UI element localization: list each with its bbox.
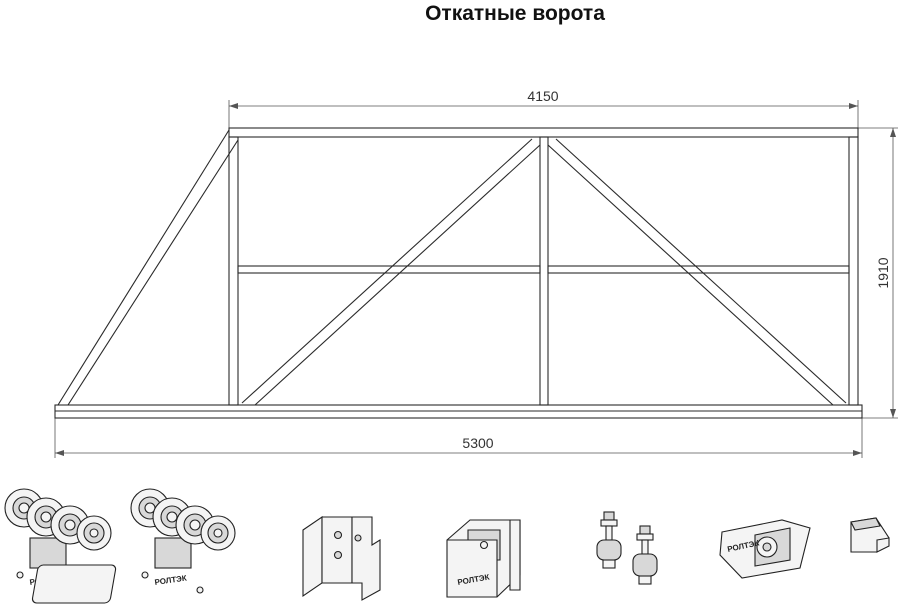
gate-frame bbox=[54, 127, 863, 419]
roller-carriage-1: РОЛТЭК bbox=[4, 488, 112, 594]
guide-rollers bbox=[596, 511, 658, 585]
height-label: 1910 bbox=[875, 257, 891, 288]
top-width-label: 4150 bbox=[527, 88, 558, 104]
total-width-label: 5300 bbox=[462, 435, 493, 451]
top-width-dimension: 4150 bbox=[228, 88, 859, 130]
end-cap bbox=[850, 517, 890, 553]
upper-catcher-bracket bbox=[302, 515, 381, 601]
roller-carriage-2: РОЛТЭК bbox=[31, 488, 236, 604]
height-dimension: 1910 bbox=[858, 127, 898, 419]
lower-catcher: РОЛТЭК bbox=[446, 519, 521, 598]
brand-label-2: РОЛТЭК bbox=[154, 574, 187, 587]
total-width-dimension: 5300 bbox=[54, 418, 863, 458]
page-title: Откатные ворота bbox=[425, 2, 605, 25]
end-roller: РОЛТЭК bbox=[719, 519, 811, 579]
